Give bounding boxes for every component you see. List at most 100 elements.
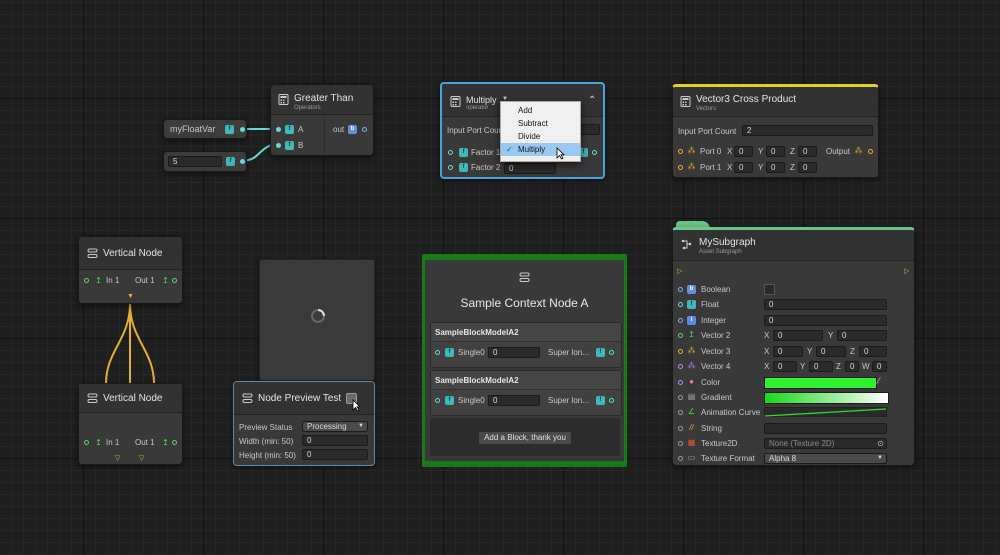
output-port[interactable]	[609, 350, 614, 355]
color-label: Color	[701, 378, 721, 387]
vertical-node-bottom[interactable]: ▼ ▼ ▼ Vertical Node ↥ In 1 Out 1 ↥ ▽ ▽	[78, 383, 183, 465]
height-field[interactable]: 0	[302, 449, 368, 460]
input-port-0[interactable]	[678, 149, 683, 154]
preview-status-dropdown[interactable]: Processing ▼	[302, 421, 368, 432]
node-subtitle: Operators	[294, 105, 321, 111]
vector4-w-field[interactable]: 0	[872, 361, 887, 372]
dropdown-item-subtract[interactable]: Subtract	[501, 117, 580, 130]
node-title[interactable]: Multiply	[466, 95, 497, 105]
texture-port[interactable]	[678, 441, 683, 446]
output-port[interactable]	[172, 278, 177, 283]
port1-x-field[interactable]: 0	[734, 162, 753, 173]
port0-z-field[interactable]: 0	[798, 146, 817, 157]
input-port[interactable]	[84, 440, 89, 445]
sample-context-node[interactable]: Sample Context Node A SampleBlockModelA2…	[422, 254, 627, 467]
vector4-x-field[interactable]: 0	[773, 361, 797, 372]
texture-format-port[interactable]	[678, 456, 683, 461]
operator-dropdown-menu[interactable]: Add Subtract Divide ✓ Multiply	[500, 101, 581, 162]
integer-port[interactable]	[678, 318, 683, 323]
float-port[interactable]	[678, 302, 683, 307]
output-port[interactable]	[240, 127, 245, 132]
vector2-y-field[interactable]: 0	[837, 330, 887, 341]
output-label: Super lon...	[548, 396, 589, 405]
texture-object-field[interactable]: None (Texture 2D) ⊙	[764, 438, 887, 449]
dropdown-item-add[interactable]: Add	[501, 104, 580, 117]
integer-field[interactable]: 0	[764, 315, 887, 326]
input-port[interactable]	[435, 350, 440, 355]
output-port[interactable]	[609, 398, 614, 403]
output-port[interactable]	[240, 159, 245, 164]
port1-y-field[interactable]: 0	[766, 162, 785, 173]
gradient-port[interactable]	[678, 395, 683, 400]
vector3-y-field[interactable]: 0	[816, 346, 846, 357]
title-dropdown-arrow-icon[interactable]: ▼	[502, 96, 508, 102]
exec-output-port[interactable]: ▷	[904, 268, 910, 275]
input-port[interactable]	[435, 398, 440, 403]
boolean-checkbox[interactable]	[764, 284, 775, 295]
constant-value-field[interactable]: 5	[168, 156, 222, 167]
dropdown-item-label: Multiply	[518, 145, 546, 154]
vertical-output-port[interactable]: ▼	[127, 293, 134, 300]
vertical-output-port[interactable]: ▽	[139, 455, 145, 462]
vector4-y-field[interactable]: 0	[809, 361, 833, 372]
input-port-a[interactable]	[276, 127, 281, 132]
dropdown-item-multiply[interactable]: ✓ Multiply	[501, 143, 580, 156]
string-port[interactable]	[678, 426, 683, 431]
boolean-port[interactable]	[678, 287, 683, 292]
node-preview-test-node[interactable]: Node Preview Test Preview Status Process…	[233, 381, 375, 466]
color-swatch[interactable]	[764, 377, 877, 389]
vector2-port[interactable]	[678, 333, 683, 338]
exec-input-port[interactable]: ▷	[677, 268, 683, 275]
single0-field[interactable]: 0	[488, 347, 540, 358]
block-node[interactable]: SampleBlockModelA2 f Single0 0 Super lon…	[430, 370, 622, 416]
preview-toggle-button[interactable]	[346, 393, 357, 404]
input-port-count-field[interactable]	[578, 124, 600, 135]
add-block-button[interactable]: Add a Block, thank you	[478, 431, 572, 445]
vector3-x-field[interactable]: 0	[773, 346, 803, 357]
output-port[interactable]	[592, 150, 597, 155]
output-port[interactable]	[868, 149, 873, 154]
input-port-1[interactable]	[678, 165, 683, 170]
single0-field[interactable]: 0	[488, 395, 540, 406]
input-port-b[interactable]	[276, 143, 281, 148]
vertical-output-port[interactable]: ▽	[115, 455, 121, 462]
vector3-port[interactable]	[678, 349, 683, 354]
greater-than-node[interactable]: Greater Than Operators f A f B out b	[270, 84, 374, 156]
input-port-factor2[interactable]	[448, 165, 453, 170]
my-subgraph-node[interactable]: MySubgraph Asset Subgraph ▷ ▷ b Boolean …	[672, 227, 915, 466]
constant-node-float[interactable]: 5 f	[163, 151, 247, 172]
vector4-z-field[interactable]: 0	[845, 361, 859, 372]
output-port-out[interactable]	[362, 127, 367, 132]
eyedropper-icon[interactable]: ⁄	[878, 376, 880, 386]
object-picker-icon[interactable]: ⊙	[877, 439, 884, 448]
vector4-port[interactable]	[678, 364, 683, 369]
input-port[interactable]	[84, 278, 89, 283]
block-node[interactable]: SampleBlockModelA2 f Single0 0 Super lon…	[430, 322, 622, 368]
vector3-z-field[interactable]: 0	[859, 346, 887, 357]
string-field[interactable]	[764, 423, 887, 434]
port0-label: Port 0	[700, 147, 722, 156]
float-field[interactable]: 0	[764, 299, 887, 310]
vertical-node-top[interactable]: Vertical Node ↥ In 1 Out 1 ↥ ▼	[78, 236, 183, 304]
vector3-cross-product-node[interactable]: Vector3 Cross Product Vectors Input Port…	[672, 84, 879, 178]
gradient-field[interactable]	[764, 392, 889, 404]
curve-field[interactable]	[764, 407, 887, 417]
width-field[interactable]: 0	[302, 435, 368, 446]
port1-z-field[interactable]: 0	[798, 162, 817, 173]
collapse-chevron-icon[interactable]: ⌃	[588, 95, 597, 106]
curve-port[interactable]	[678, 410, 683, 415]
vector2-x-field[interactable]: 0	[773, 330, 823, 341]
input-port-count-field[interactable]: 2	[742, 125, 873, 136]
texture-format-dropdown[interactable]: Alpha 8 ▼	[764, 453, 887, 464]
vector4-type-icon: ⁂	[687, 361, 696, 370]
float-type-icon: f	[596, 396, 605, 405]
color-port[interactable]	[678, 380, 683, 385]
output-port[interactable]	[172, 440, 177, 445]
input-port-factor1[interactable]	[448, 150, 453, 155]
dropdown-item-divide[interactable]: Divide	[501, 130, 580, 143]
factor2-value-field[interactable]: 0	[504, 163, 556, 174]
variable-node-myfloatvar[interactable]: myFloatVar f	[163, 119, 247, 139]
port0-x-field[interactable]: 0	[734, 146, 753, 157]
width-label: Width (min: 50)	[239, 437, 294, 446]
port0-y-field[interactable]: 0	[766, 146, 785, 157]
